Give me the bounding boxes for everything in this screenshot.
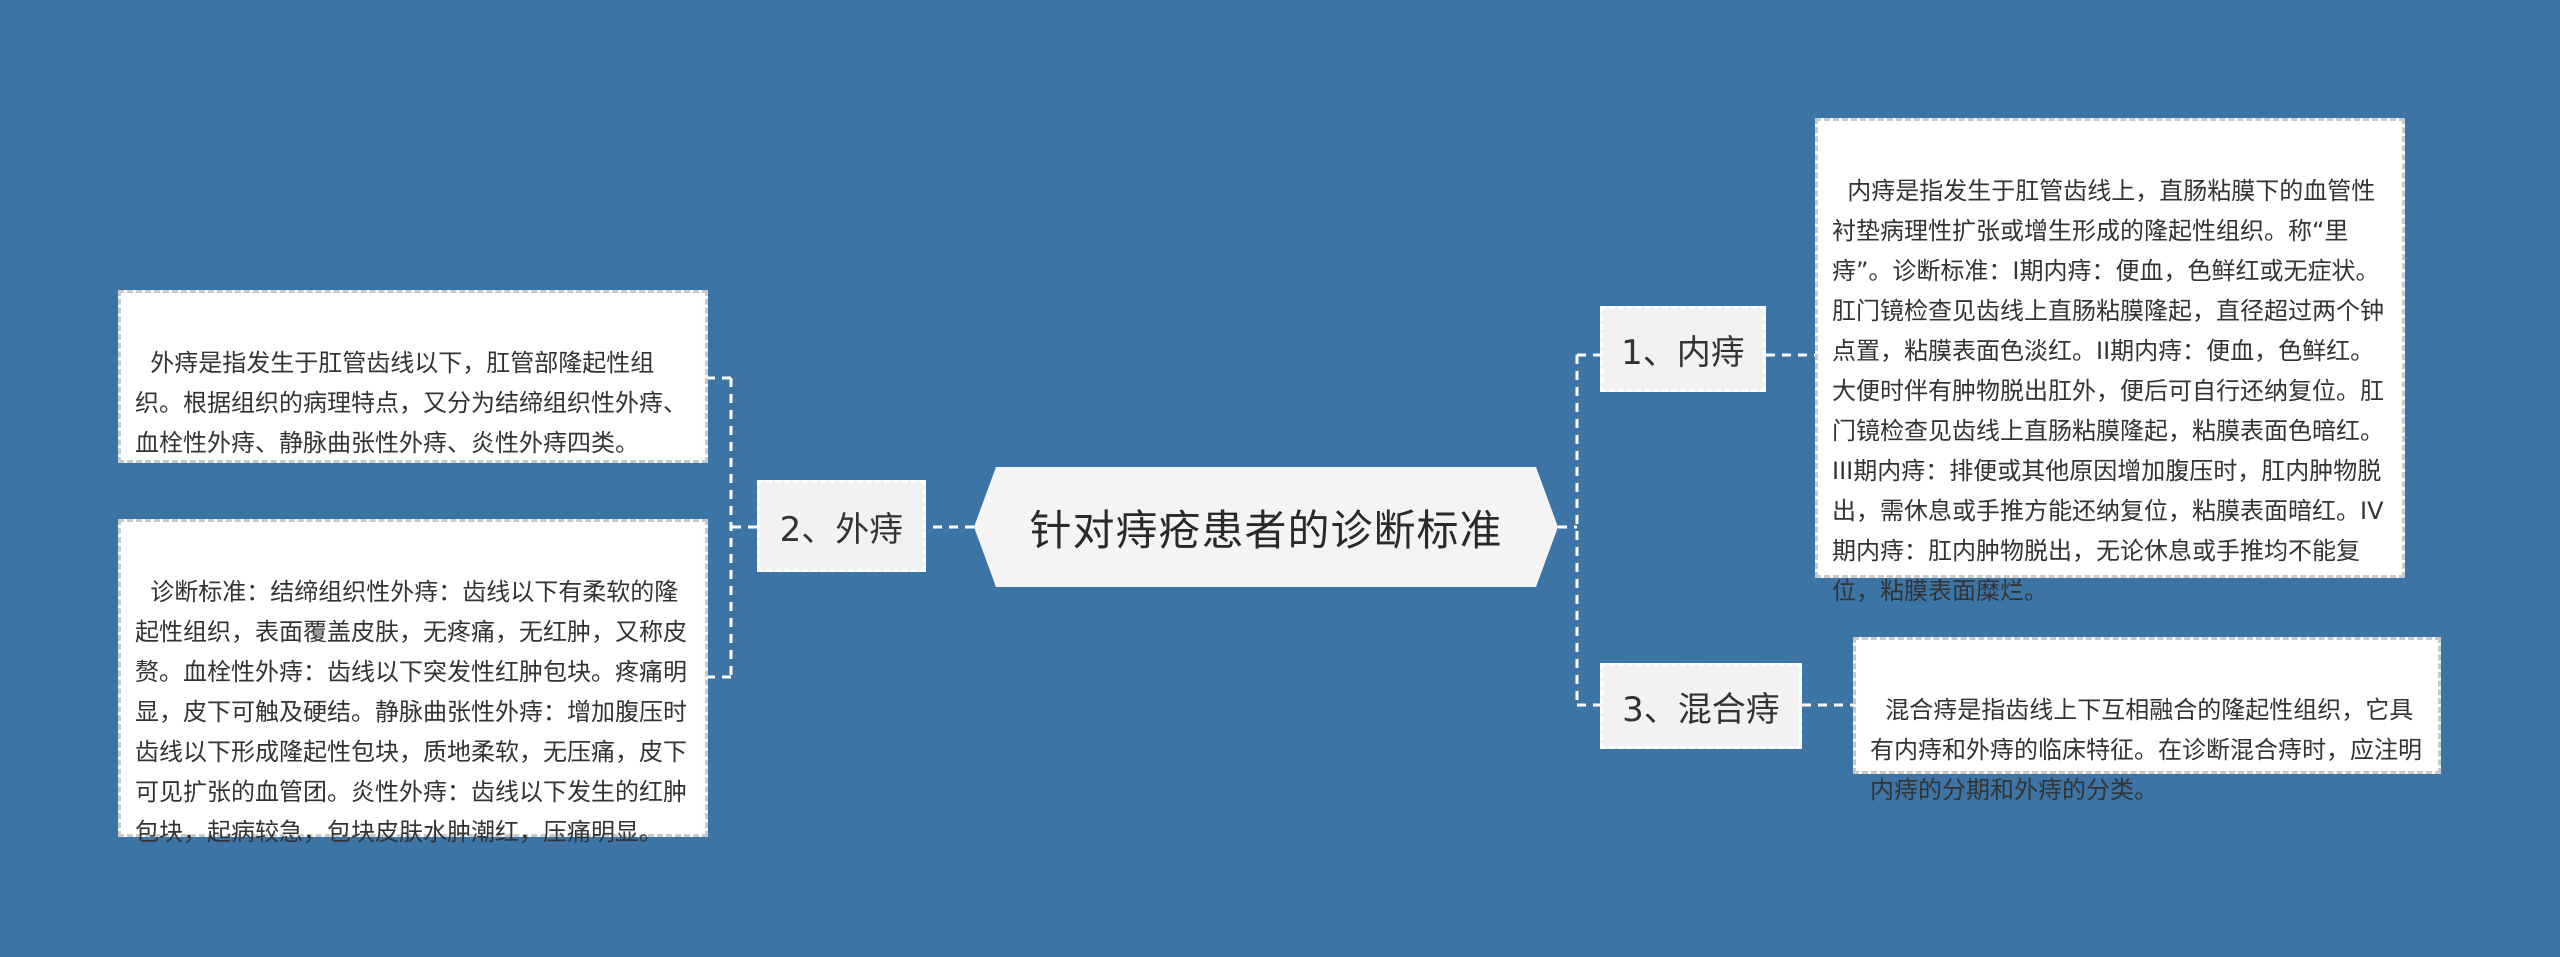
leaf-waizhi-text: 外痔是指发生于肛管齿线以下，肛管部隆起性组织。根据组织的病理特点，又分为结缔组织… — [135, 349, 687, 457]
branch-waizhi[interactable]: 2、外痔 — [757, 480, 926, 572]
leaf-waizhi-diagnosis[interactable]: 诊断标准：结缔组织性外痔：齿线以下有柔软的隆起性组织，表面覆盖皮肤，无疼痛，无红… — [118, 519, 708, 846]
branch-neizhi-label: 1、内痔 — [1621, 332, 1745, 373]
branch-hunhezhi-label: 3、混合痔 — [1622, 689, 1780, 730]
leaf-hunhezhi-text: 混合痔是指齿线上下互相融合的隆起性组织，它具有内痔和外痔的临床特征。在诊断混合痔… — [1870, 696, 2422, 804]
root-topic-label: 针对痔疮患者的诊断标准 — [1029, 505, 1503, 555]
leaf-hunhezhi-description[interactable]: 混合痔是指齿线上下互相融合的隆起性组织，它具有内痔和外痔的临床特征。在诊断混合痔… — [1853, 637, 2441, 804]
leaf-waizhi-diagnosis-text: 诊断标准：结缔组织性外痔：齿线以下有柔软的隆起性组织，表面覆盖皮肤，无疼痛，无红… — [135, 578, 687, 846]
leaf-neizhi-text: 内痔是指发生于肛管齿线上，直肠粘膜下的血管性衬垫病理性扩张或增生形成的隆起性组织… — [1832, 177, 2384, 605]
leaf-neizhi-description[interactable]: 内痔是指发生于肛管齿线上，直肠粘膜下的血管性衬垫病理性扩张或增生形成的隆起性组织… — [1815, 118, 2405, 605]
leaf-waizhi-description[interactable]: 外痔是指发生于肛管齿线以下，肛管部隆起性组织。根据组织的病理特点，又分为结缔组织… — [118, 290, 708, 463]
branch-hunhezhi[interactable]: 3、混合痔 — [1600, 663, 1802, 749]
root-topic[interactable]: 针对痔疮患者的诊断标准 — [974, 467, 1558, 587]
branch-waizhi-label: 2、外痔 — [779, 509, 904, 550]
branch-neizhi[interactable]: 1、内痔 — [1600, 306, 1766, 392]
